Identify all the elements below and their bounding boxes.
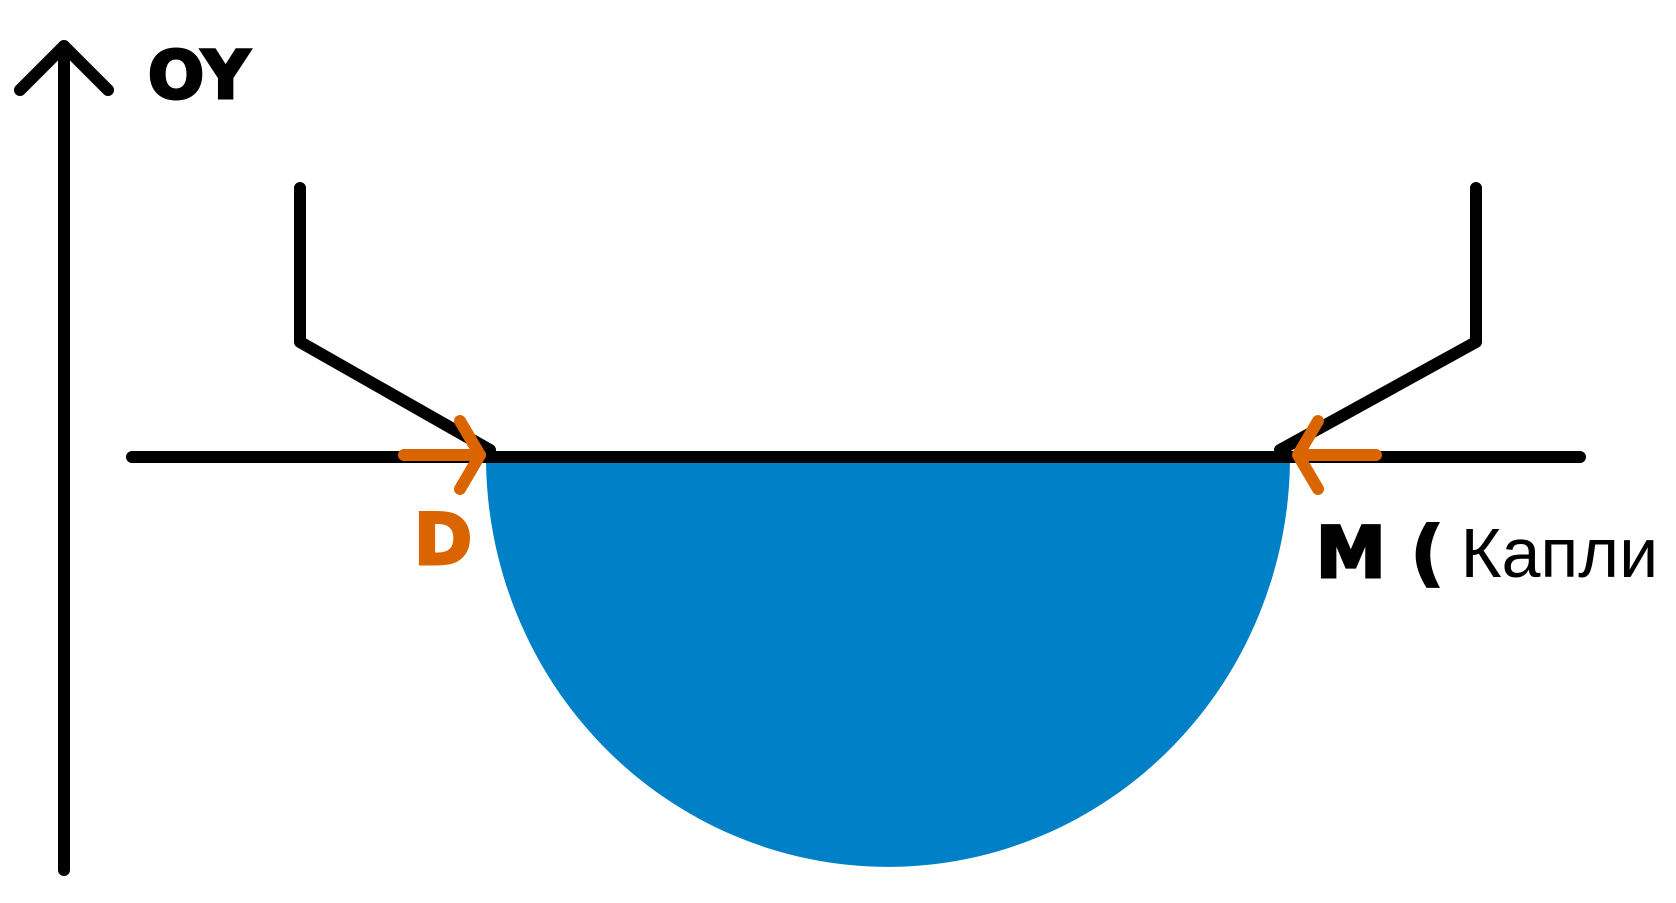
arrow-up-icon — [14, 40, 114, 96]
point-m-word: Капли — [1461, 514, 1659, 592]
point-m-letter: M — [1316, 512, 1386, 594]
left-wall — [294, 182, 496, 456]
right-wall — [1274, 182, 1482, 456]
arrow-right-icon — [398, 415, 486, 495]
point-m-label: M ( Капли ) — [1316, 512, 1676, 594]
arrow-left-icon — [1292, 415, 1382, 495]
drop-shape — [486, 457, 1290, 867]
point-d-label: D — [414, 499, 472, 581]
axis-label: OY — [148, 37, 251, 114]
oy-axis — [14, 40, 114, 876]
point-m-open-paren: ( — [1411, 512, 1443, 594]
